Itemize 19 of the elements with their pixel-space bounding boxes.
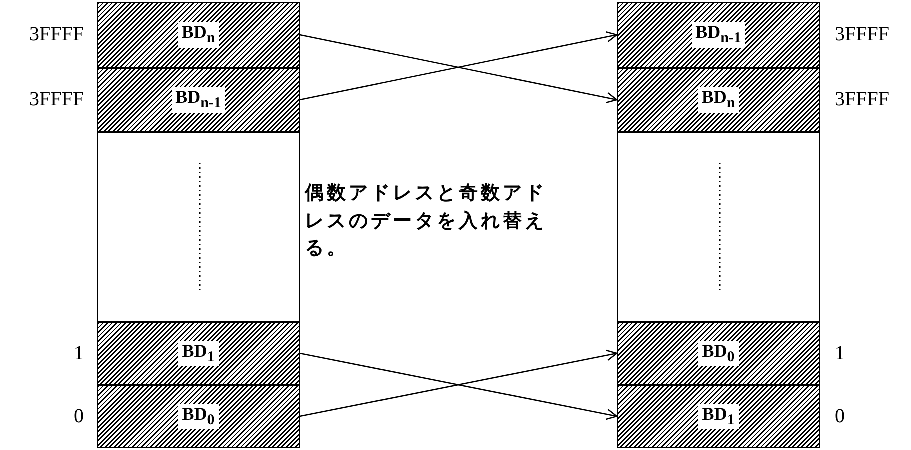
memory-range-box [97, 132, 300, 322]
cell-label: BD$_{1}$ [698, 404, 739, 430]
cell-label: BD$_{1}$ [178, 340, 219, 366]
address-label: 1 [835, 342, 845, 365]
description-text: 偶数アドレスと奇数アドレスのデータを入れ替える。 [305, 181, 548, 262]
cell-label: BD$_{0}$ [178, 404, 219, 430]
address-label: 0 [74, 405, 84, 428]
address-label: 3FFFF [835, 88, 890, 112]
cell-label: BD$_{n-1}$ [692, 22, 746, 48]
cell-label: BD$_{n}$ [178, 22, 220, 48]
cell-label: BD$_{n}$ [698, 87, 740, 113]
cell-label: BD$_{0}$ [698, 340, 739, 366]
address-label: 1 [74, 342, 84, 365]
address-label: 3FFFF [30, 88, 84, 112]
address-label: 0 [835, 405, 845, 428]
address-label: 3FFFF [835, 24, 890, 46]
address-label: 3FFFF [30, 24, 84, 46]
memory-range-box [617, 132, 820, 322]
cell-label: BD$_{n-1}$ [172, 87, 226, 113]
